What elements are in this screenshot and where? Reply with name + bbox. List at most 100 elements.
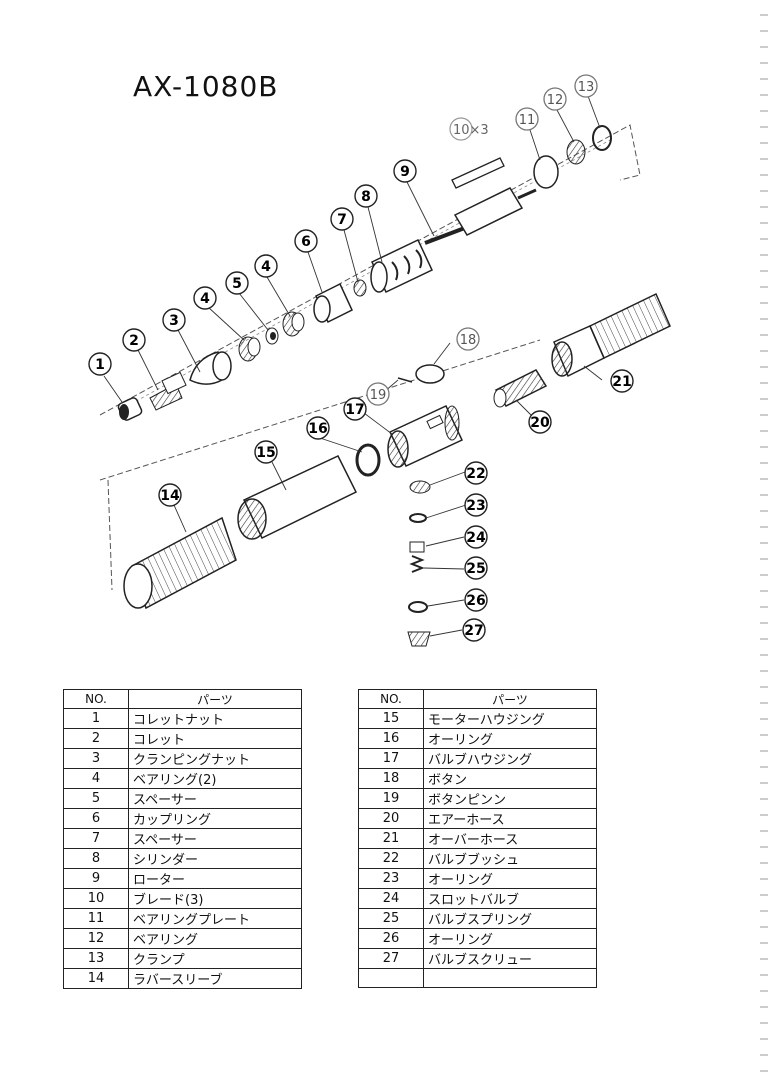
part-rotor	[424, 187, 537, 245]
svg-text:20: 20	[530, 415, 550, 431]
part-number: 20	[358, 808, 424, 829]
part-motor-housing	[237, 455, 358, 540]
svg-text:24: 24	[466, 530, 486, 546]
part-name: ボタン	[423, 768, 597, 789]
table-row	[358, 968, 597, 988]
table-header-row: NO. パーツ	[358, 689, 597, 709]
part-number: 12	[63, 928, 129, 949]
part-collet-nut	[117, 397, 143, 421]
part-name: オーリング	[423, 728, 597, 749]
svg-text:9: 9	[400, 164, 410, 180]
svg-text:23: 23	[466, 498, 485, 514]
part-name: エアーホース	[423, 808, 597, 829]
part-number: 23	[358, 868, 424, 889]
part-bearing-b	[282, 311, 305, 337]
svg-text:21: 21	[612, 374, 631, 390]
part-name: クランプ	[128, 948, 302, 969]
part-name: ローター	[128, 868, 302, 889]
part-number: 5	[63, 788, 129, 809]
part-number: 26	[358, 928, 424, 949]
callout-11: 11	[515, 107, 539, 131]
callout-15: 15	[254, 440, 278, 464]
part-clamping-nut	[189, 351, 232, 385]
part-number: 2	[63, 728, 129, 749]
scan-edge	[760, 0, 768, 1085]
exploded-view-diagram: 1 2 3 4 5 4 6 7 8 9 10×3 11 12 13 14 15 …	[88, 74, 671, 647]
part-number: 25	[358, 908, 424, 929]
callout-6: 6	[294, 229, 318, 253]
svg-text:12: 12	[547, 93, 564, 108]
callout-10: 10×3	[449, 117, 489, 141]
part-number: 8	[63, 848, 129, 869]
callout-5: 5	[225, 271, 249, 295]
callout-2: 2	[122, 328, 146, 352]
part-name: ベアリングプレート	[128, 908, 302, 929]
part-blade	[451, 157, 505, 189]
svg-text:26: 26	[466, 593, 485, 609]
svg-text:7: 7	[337, 212, 347, 228]
callout-25: 25	[464, 556, 488, 580]
part-number: 7	[63, 828, 129, 849]
callout-17: 17	[343, 397, 367, 421]
callout-16: 16	[306, 416, 330, 440]
callout-21: 21	[610, 369, 634, 393]
part-number: 11	[63, 908, 129, 929]
callout-4a: 4	[193, 286, 217, 310]
svg-text:2: 2	[129, 333, 139, 349]
part-name: オーリング	[423, 868, 597, 889]
svg-text:1: 1	[95, 357, 105, 373]
part-number: 6	[63, 808, 129, 829]
callout-7: 7	[330, 207, 354, 231]
part-number: 27	[358, 948, 424, 969]
callout-14: 14	[158, 483, 182, 507]
part-name: ベアリング	[128, 928, 302, 949]
part-number: 18	[358, 768, 424, 789]
part-number: 9	[63, 868, 129, 889]
part-name: シリンダー	[128, 848, 302, 869]
svg-text:10×3: 10×3	[453, 123, 489, 138]
callout-24: 24	[464, 525, 488, 549]
part-name: コレットナット	[128, 708, 302, 729]
svg-text:14: 14	[160, 488, 180, 504]
part-rubber-sleeve	[123, 516, 237, 610]
part-bearing-a	[238, 336, 261, 362]
part-name: カップリング	[128, 808, 302, 829]
part-spacer-a	[265, 327, 279, 345]
callout-4b: 4	[254, 254, 278, 278]
col-header-part: パーツ	[128, 689, 302, 709]
callout-19: 19	[366, 382, 390, 406]
part-name: スロットバルブ	[423, 888, 597, 909]
svg-text:22: 22	[466, 466, 485, 482]
part-name: スペーサー	[128, 788, 302, 809]
svg-text:25: 25	[466, 561, 485, 577]
part-name: スペーサー	[128, 828, 302, 849]
callout-20: 20	[528, 410, 552, 434]
part-number: 4	[63, 768, 129, 789]
part-bearing-plate	[533, 155, 559, 189]
part-number: 14	[63, 968, 129, 989]
part-air-hose	[493, 369, 548, 408]
svg-text:11: 11	[519, 113, 536, 128]
part-valve-housing	[387, 405, 463, 468]
part-name: バルブハウジング	[423, 748, 597, 769]
leader-lines	[103, 95, 603, 637]
part-name: ボタンピンン	[423, 788, 597, 809]
part-o-ring-16	[355, 443, 381, 477]
part-clamp	[592, 125, 612, 151]
part-name: ラバースリーブ	[128, 968, 302, 989]
callout-22: 22	[464, 461, 488, 485]
